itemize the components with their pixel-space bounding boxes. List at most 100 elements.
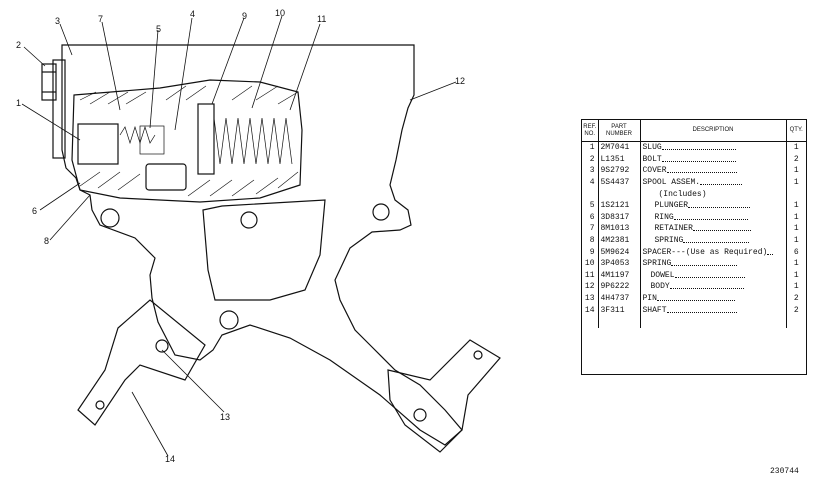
- spool-pocket: [145, 163, 187, 191]
- cell-ref: 8: [582, 234, 599, 247]
- callout-10: 10: [275, 8, 285, 18]
- table-header-row: REF. NO. PART NUMBER DESCRIPTION QTY.: [582, 120, 806, 142]
- exploded-parts-drawing: 1 2 3 4 5 6 7 8 9 10 11 12 13 14: [16, 8, 501, 464]
- cell-qty: 1: [793, 259, 799, 269]
- desc-text: BODY: [650, 282, 670, 292]
- cell-qty: 2: [793, 154, 799, 164]
- cell-part: 9S2792: [598, 165, 641, 177]
- callout-12: 12: [455, 76, 465, 86]
- dotted-leader: [700, 179, 743, 185]
- cell-qty: 2: [793, 294, 799, 304]
- dotted-leader: [683, 237, 750, 243]
- cell-qty: 1: [793, 224, 799, 234]
- cell-part: 5S4437: [598, 176, 641, 189]
- empty-cell: [598, 315, 641, 328]
- header-qty: QTY.: [786, 120, 806, 142]
- cell-part: 2M7041: [598, 141, 641, 154]
- bolt-head: [41, 63, 57, 101]
- cell-ref: 6: [582, 211, 599, 224]
- cell-desc: SPACER---(Use as Required): [640, 246, 787, 258]
- desc-text: SPOOL ASSEM.: [642, 178, 701, 188]
- callout-4: 4: [190, 9, 195, 19]
- cutaway-section: [71, 79, 303, 203]
- desc-text: BOLT: [642, 154, 662, 164]
- cell-part: 3D8317: [598, 211, 641, 224]
- callout-11: 11: [317, 14, 326, 24]
- desc-text: DOWEL: [650, 270, 675, 280]
- cell-qty: [786, 188, 806, 200]
- cell-part: 3P4053: [598, 257, 641, 270]
- empty-cell: [640, 315, 787, 328]
- desc-text: PLUNGER: [654, 201, 689, 211]
- dotted-leader: [767, 249, 774, 255]
- cell-ref: 13: [582, 292, 599, 305]
- header-ref-no: REF. NO.: [582, 120, 599, 142]
- empty-cell: [786, 316, 806, 328]
- callout-1: 1: [16, 98, 21, 108]
- cell-qty: 1: [793, 270, 799, 280]
- cell-part: 5M9624: [598, 246, 641, 258]
- desc-text: SPRING: [654, 236, 684, 246]
- dotted-leader: [692, 225, 751, 232]
- cell-qty: 1: [793, 212, 799, 222]
- dotted-leader: [661, 156, 736, 162]
- body-hole: [219, 310, 239, 330]
- cell-part: L1351: [598, 153, 641, 166]
- cell-qty: 2: [793, 305, 799, 315]
- cell-desc: (Includes): [640, 188, 787, 200]
- dotted-leader: [688, 202, 751, 209]
- callout-2: 2: [16, 40, 21, 50]
- desc-text: SLUG: [642, 143, 662, 153]
- main-spring: [213, 117, 293, 165]
- desc-text: RETAINER: [654, 224, 693, 234]
- cell-part: 3F311: [598, 304, 641, 316]
- cell-part: 4M2381: [598, 234, 641, 247]
- section-hatching: [79, 85, 299, 197]
- cell-desc: PIN: [640, 292, 787, 305]
- cell-qty: 1: [793, 236, 799, 246]
- table-filler-row: [582, 315, 806, 328]
- slug: [77, 123, 119, 165]
- desc-text: SPACER---(Use as Required): [642, 247, 768, 257]
- cell-qty: 1: [793, 143, 799, 153]
- dotted-leader: [674, 272, 745, 278]
- desc-text: COVER: [642, 166, 667, 176]
- dotted-leader: [669, 283, 744, 290]
- dotted-leader: [671, 260, 738, 267]
- cell-ref: 10: [582, 257, 599, 270]
- cell-part: 4H4737: [598, 292, 641, 305]
- cell-desc: SPOOL ASSEM.: [640, 176, 787, 189]
- cell-desc: PLUNGER: [640, 199, 787, 212]
- cell-part: 1S2121: [598, 199, 641, 212]
- body-hole: [372, 203, 390, 221]
- callout-13: 13: [220, 412, 230, 422]
- cell-desc: RETAINER: [640, 223, 787, 235]
- cell-qty: 1: [793, 201, 799, 211]
- cell-ref: 2: [582, 153, 599, 166]
- cell-qty: 1: [793, 178, 799, 188]
- callout-5: 5: [156, 24, 161, 34]
- cover-plate: [52, 59, 66, 159]
- cell-desc: SLUG: [640, 141, 787, 154]
- cell-desc: SPRING: [640, 234, 787, 247]
- cell-part: 4M1197: [598, 269, 641, 282]
- dotted-leader: [656, 295, 735, 301]
- pin-hole: [155, 339, 169, 353]
- body-hole: [240, 211, 258, 229]
- cell-desc: SHAFT: [640, 304, 787, 316]
- cell-ref: 7: [582, 223, 599, 235]
- callout-14: 14: [165, 454, 175, 464]
- cell-part: [598, 188, 641, 200]
